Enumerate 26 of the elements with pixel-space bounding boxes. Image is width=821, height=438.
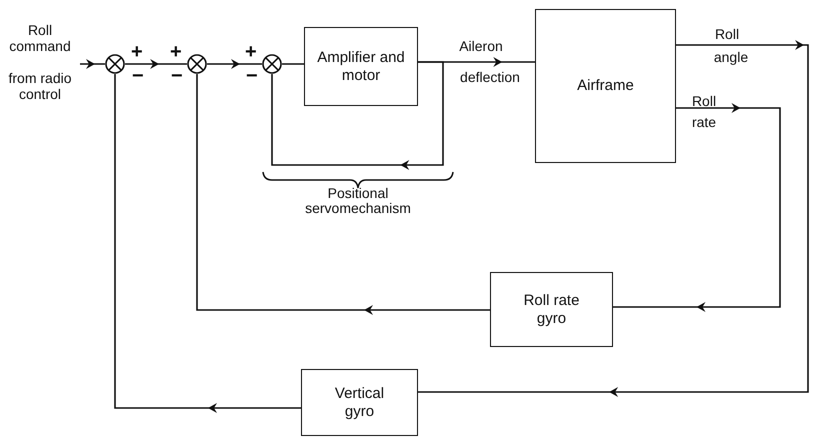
block-label: Amplifier and motor [317,49,405,84]
summing-junction [262,54,282,74]
text-label: rate [690,115,718,130]
block-label: Vertical gyro [334,385,386,420]
sign-label: + [245,42,257,62]
sign-label: − [132,66,144,86]
summing-junction [187,54,207,74]
summing-junction [105,54,125,74]
input-label: Roll command [8,22,72,54]
sign-label: − [171,66,183,86]
block-box [490,272,613,347]
edge-label: Aileron [458,39,504,54]
edge-label: Roll [714,27,740,42]
sign-label: + [131,42,143,62]
block-box [535,9,676,163]
input-label: from radio control [7,70,73,102]
text-label: angle [712,50,750,66]
sign-label: − [246,66,258,86]
sign-label: + [170,42,182,62]
block-label: Airframe [577,77,634,95]
block-label: Roll rate gyro [522,292,580,327]
block-box [304,27,418,106]
text-label: Positional servomechanism [304,186,412,217]
text-label: deflection [459,70,521,86]
edge-label: Roll [690,94,718,110]
block-box [301,369,418,436]
